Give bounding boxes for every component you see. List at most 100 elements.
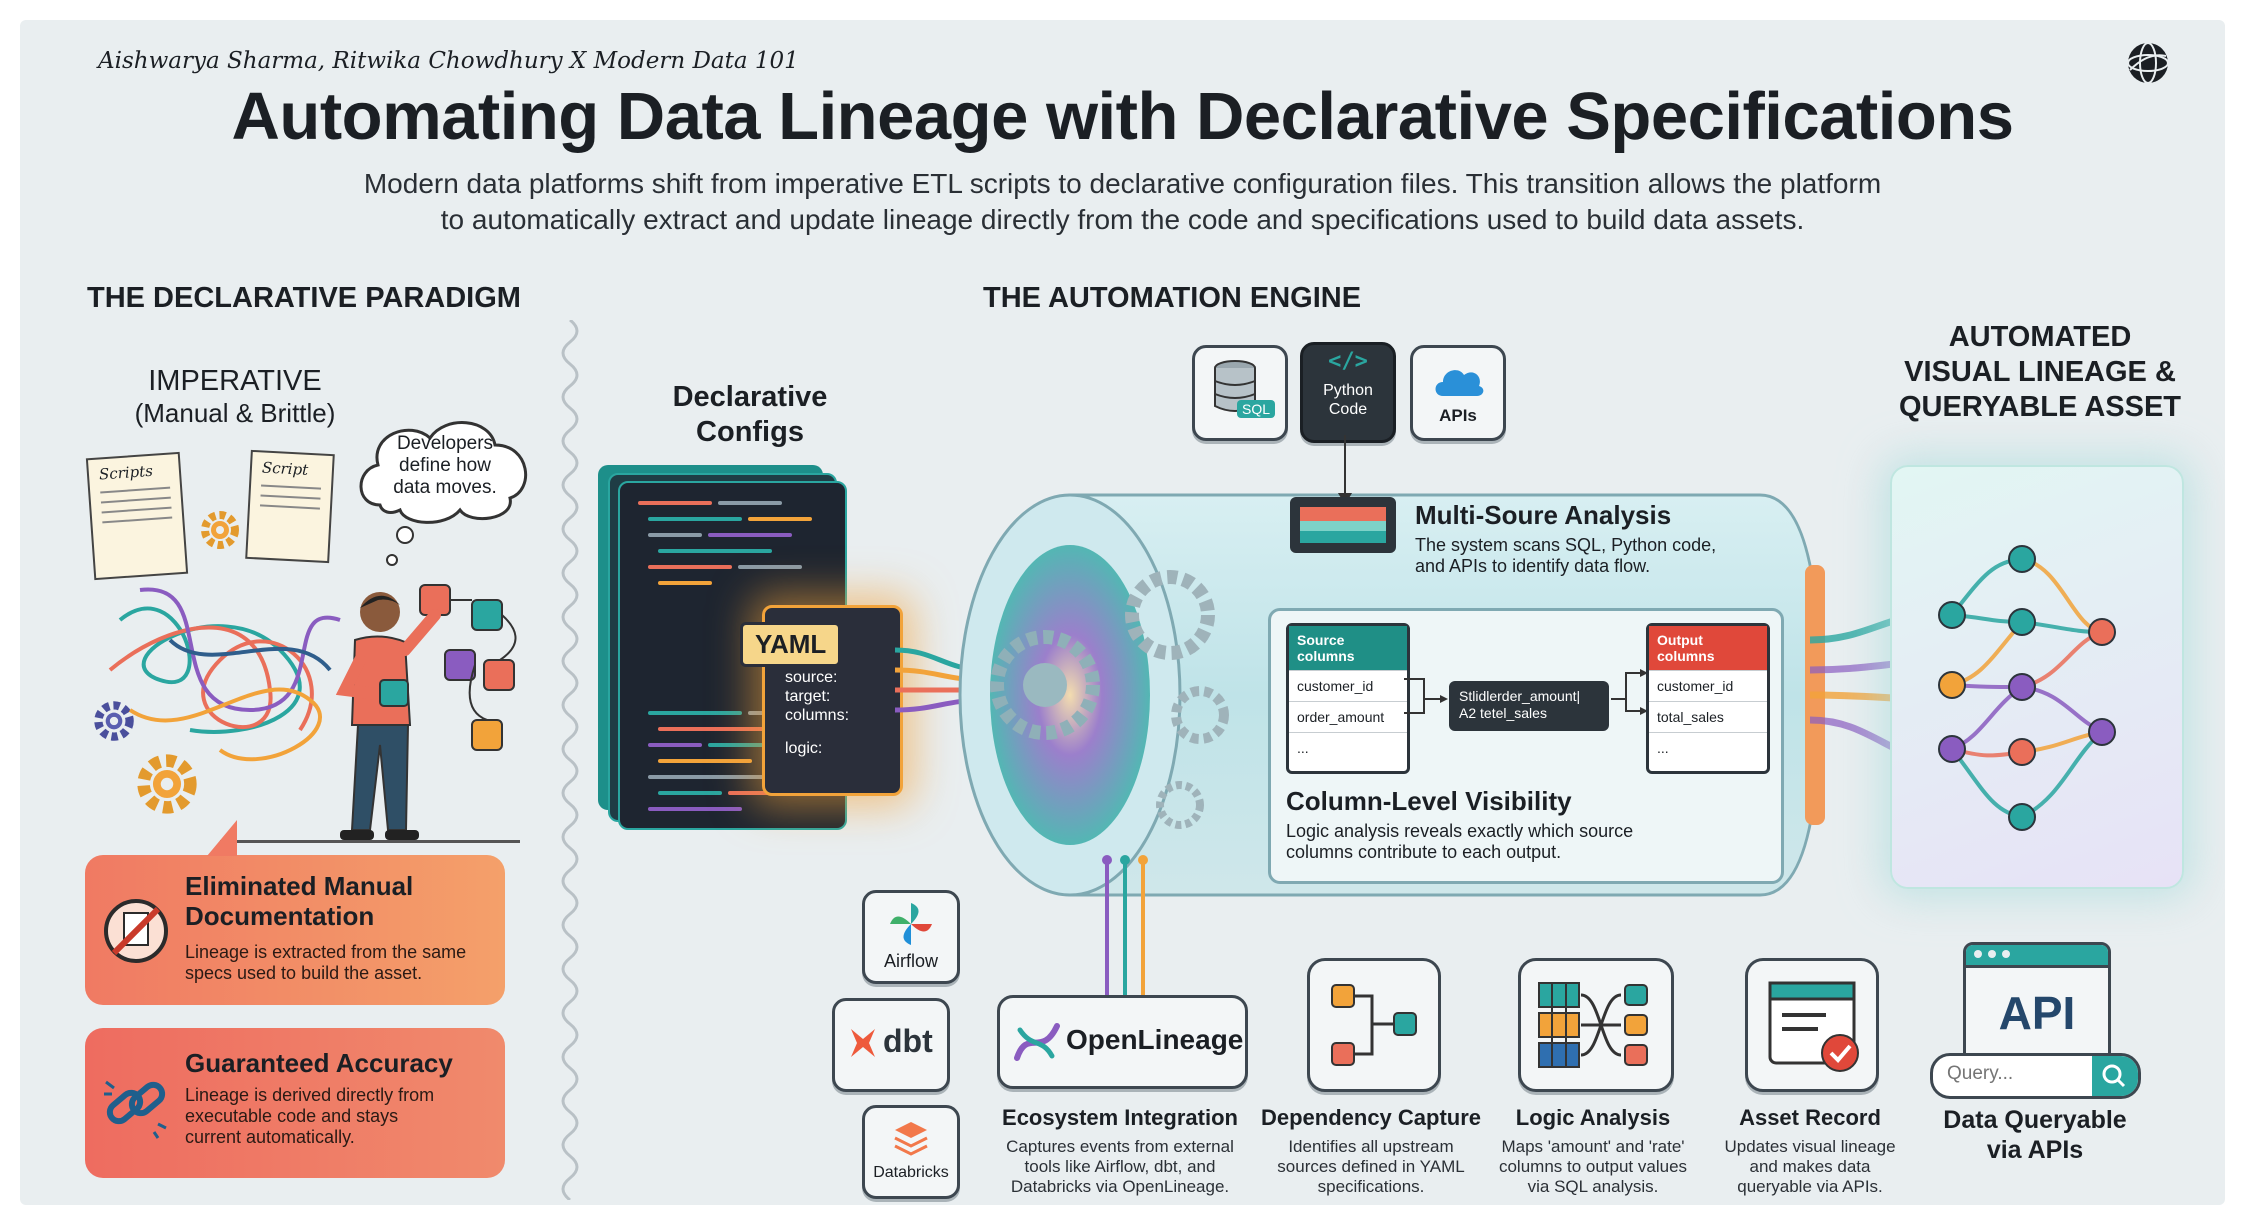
card-text-line: current automatically.: [185, 1127, 355, 1147]
tool-label: Databricks: [873, 1164, 949, 1181]
feature-text: Captures events from external tools like…: [995, 1137, 1245, 1197]
author-credit: Aishwarya Sharma, Ritwika Chowdhury X Mo…: [98, 48, 799, 74]
yaml-line: target:: [785, 688, 831, 705]
text-line: and APIs to identify data flow.: [1415, 556, 1651, 576]
api-label: API: [1998, 987, 2076, 1039]
table-header: Output columns: [1649, 626, 1767, 670]
card-text-line: Lineage is extracted from the same: [185, 942, 467, 962]
query-input[interactable]: [1945, 1062, 2079, 1086]
feature-logic: Logic Analysis Maps 'amount' and 'rate' …: [1498, 1105, 1688, 1197]
sql-label: SQL: [1237, 400, 1276, 418]
card-title: Guaranteed Accuracy: [185, 1048, 453, 1078]
thought-cloud: [359, 421, 527, 524]
output-heading: AUTOMATED VISUAL LINEAGE & QUERYABLE ASS…: [1880, 320, 2200, 425]
card-title-line: Documentation: [185, 901, 375, 931]
feature-title: Dependency Capture: [1260, 1105, 1482, 1130]
yaml-badge: YAML: [740, 622, 842, 667]
text-line: Captures events from external: [1006, 1137, 1234, 1156]
imperative-subtitle: (Manual & Brittle): [134, 398, 336, 428]
gear-icon: [201, 511, 239, 549]
yaml-line: source:: [785, 669, 838, 686]
text-line: Databricks via OpenLineage.: [1010, 1177, 1230, 1196]
benefit-card-documentation: Eliminated Manual Documentation Lineage …: [85, 855, 505, 1005]
text-line: via SQL analysis.: [1527, 1177, 1659, 1196]
cloud-icon: [1435, 370, 1484, 396]
section-heading-paradigm: THE DECLARATIVE PARADIGM: [87, 282, 521, 314]
api-window: API: [1963, 942, 2111, 1073]
text-line: Logic analysis reveals exactly which sou…: [1286, 821, 1634, 841]
label-line: Python: [1323, 382, 1373, 399]
column-visibility-title: Column-Level Visibility: [1286, 786, 1572, 816]
feature-asset-record: Asset Record Updates visual lineage and …: [1715, 1105, 1905, 1197]
heading-line: Configs: [696, 416, 804, 448]
card-text: Lineage is derived directly from executa…: [185, 1085, 434, 1148]
search-icon: [2102, 1064, 2126, 1088]
feature-dependency: Dependency Capture Identifies all upstre…: [1255, 1105, 1487, 1197]
thought-bubbles: [386, 526, 414, 566]
script-label: Scripts: [98, 461, 154, 484]
query-search-bar[interactable]: [1930, 1053, 2141, 1099]
source-columns-table: Source columns customer_id order_amount …: [1286, 623, 1410, 774]
source-sql: SQL: [1192, 345, 1288, 441]
feature-title: Ecosystem Integration: [1002, 1105, 1238, 1130]
card-text-line: executable code and stays: [185, 1106, 399, 1126]
table-row: ...: [1649, 732, 1767, 763]
table-row: order_amount: [1289, 701, 1407, 732]
yaml-body: source: target: columns: logic:: [785, 668, 900, 758]
thought-line: data moves.: [393, 477, 497, 498]
feature-title: Asset Record: [1739, 1105, 1881, 1130]
column-flow-arrows: [1404, 669, 1648, 715]
code-lines: [638, 501, 812, 811]
table-row: ...: [1289, 732, 1407, 763]
transform-logic-box: Stlidlerder_amount| A2 tetel_sales: [1449, 681, 1609, 731]
source-apis: APIs: [1410, 345, 1506, 441]
ground-line: [220, 840, 520, 843]
thought-line: define how: [399, 455, 491, 476]
section-heading-engine: THE AUTOMATION ENGINE: [983, 282, 1362, 314]
openlineage-label: OpenLineage: [1066, 1024, 1244, 1055]
card-title: Eliminated Manual Documentation: [185, 871, 413, 931]
text-line: columns contribute to each output.: [1286, 842, 1562, 862]
text-line: Maps 'amount' and 'rate': [1501, 1137, 1685, 1156]
python-label: Python Code: [1303, 381, 1393, 419]
caption-line: via APIs: [1986, 1136, 2084, 1164]
event-drop-lines: [1102, 855, 1148, 995]
globe-logo-icon: [2125, 40, 2171, 86]
heading-line: Declarative: [672, 381, 828, 413]
databricks-stack-icon: [894, 1122, 928, 1156]
card-text: Lineage is extracted from the same specs…: [185, 942, 466, 984]
heading-line: VISUAL LINEAGE &: [1904, 356, 2176, 388]
text-line: tools like Airflow, dbt, and: [1024, 1157, 1216, 1176]
text-line: columns to output values: [1498, 1157, 1688, 1176]
multi-source-text: The system scans SQL, Python code, and A…: [1415, 535, 1716, 577]
text-line: Identifies all upstream: [1288, 1137, 1454, 1156]
transform-line: Stlidlerder_amount|: [1459, 688, 1581, 704]
output-columns-table: Output columns customer_id total_sales .…: [1646, 623, 1770, 774]
tangled-data-flows: [108, 584, 517, 762]
column-visibility-text: Logic analysis reveals exactly which sou…: [1286, 821, 1633, 863]
label-line: Code: [1328, 401, 1368, 418]
tool-databricks: Databricks: [862, 1105, 960, 1199]
search-button[interactable]: [2092, 1056, 2138, 1096]
gear-icon: [94, 701, 134, 741]
dbt-logo-icon: [851, 1029, 875, 1057]
scanner-icon: [1290, 497, 1396, 553]
feature-text: Identifies all upstream sources defined …: [1255, 1137, 1487, 1197]
table-row: total_sales: [1649, 701, 1767, 732]
wavy-divider: [561, 320, 579, 1200]
text-line: Updates visual lineage: [1724, 1137, 1896, 1156]
openlineage-logo-icon: [1014, 1023, 1060, 1061]
developer-figure: [335, 592, 441, 840]
yaml-line: columns:: [785, 707, 850, 724]
text-line: and makes data: [1749, 1157, 1871, 1176]
page-title: Automating Data Lineage with Declarative…: [231, 79, 2014, 154]
page-subtitle: Modern data platforms shift from imperat…: [220, 166, 2025, 238]
imperative-heading: IMPERATIVE (Manual & Brittle): [110, 365, 360, 429]
multi-source-title: Multi-Soure Analysis: [1415, 500, 1672, 530]
heading-line: AUTOMATED: [1948, 321, 2132, 353]
yaml-line: logic:: [785, 740, 823, 757]
lineage-graph: [1938, 545, 2116, 831]
apis-label: APIs: [1439, 406, 1477, 425]
tool-label: Airflow: [883, 951, 938, 971]
subtitle-line: Modern data platforms shift from imperat…: [363, 168, 1882, 199]
